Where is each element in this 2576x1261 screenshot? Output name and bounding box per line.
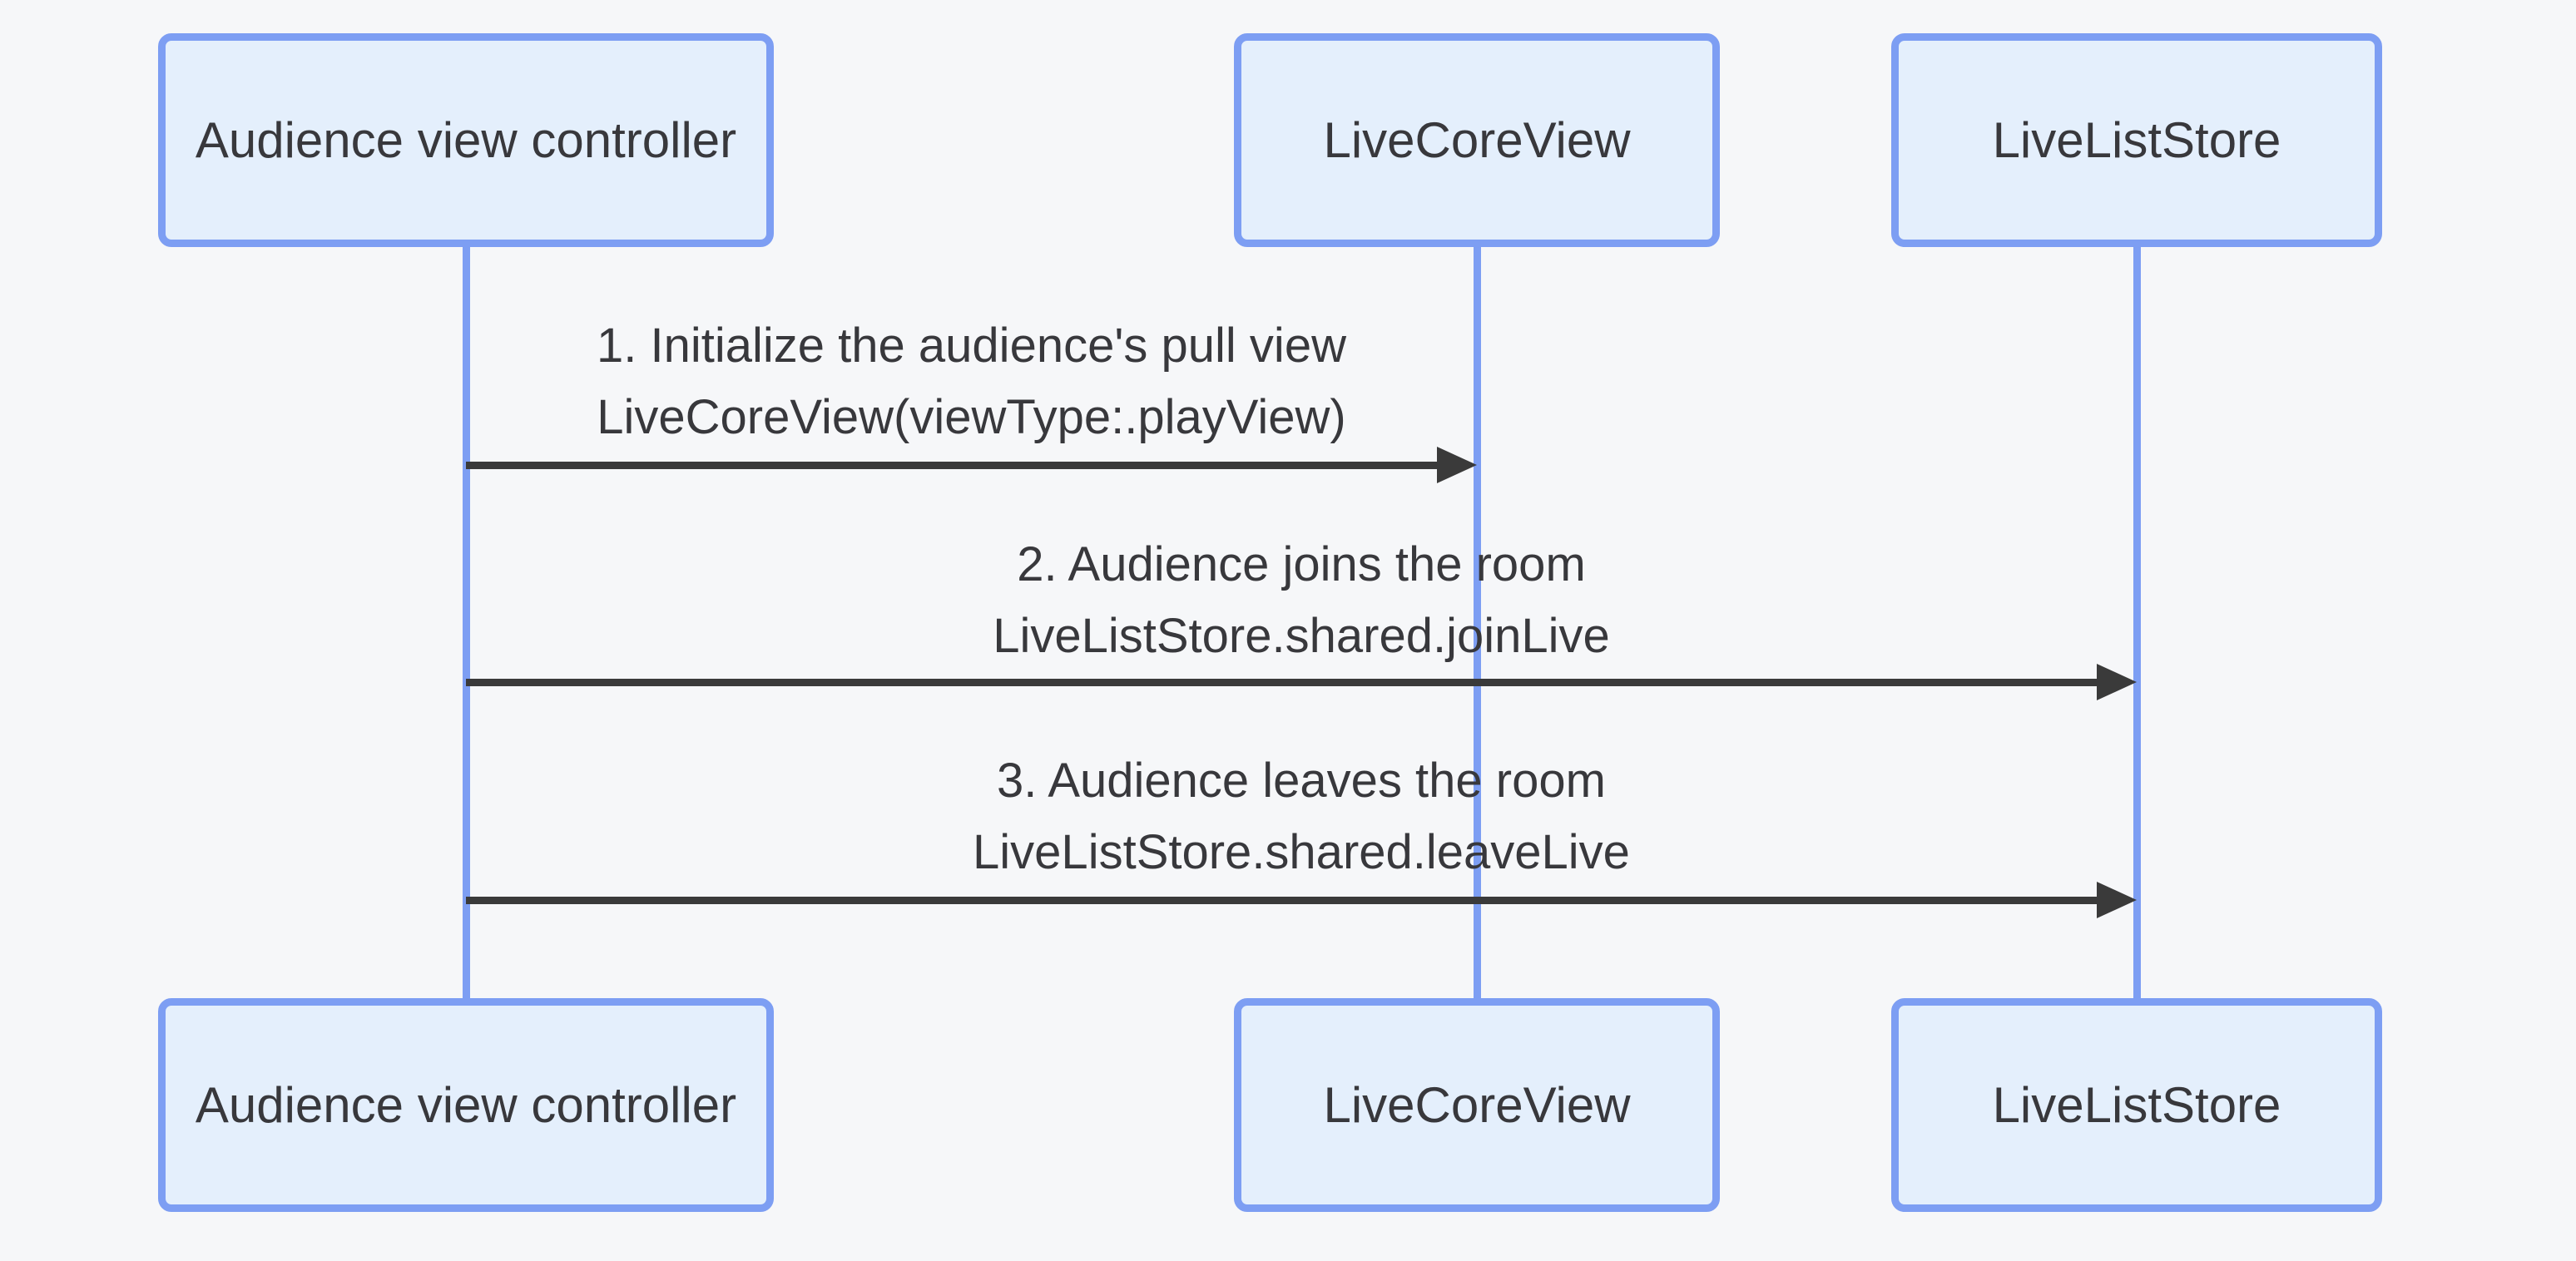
- message-3-label: 3. Audience leaves the room LiveListStor…: [466, 745, 2137, 888]
- actor-label: LiveListStore: [1992, 1077, 2281, 1133]
- message-2-arrow: [466, 664, 2137, 700]
- message-1-line-2: LiveCoreView(viewType:.playView): [597, 390, 1346, 444]
- lifeline-audience-view-controller: [463, 247, 470, 998]
- message-1-arrow: [466, 447, 1477, 483]
- actor-label: LiveCoreView: [1323, 1077, 1631, 1133]
- message-3-arrow: [466, 882, 2137, 918]
- message-2-line-1: 2. Audience joins the room: [1017, 537, 1586, 591]
- actor-box-audience-view-controller-top: Audience view controller: [158, 33, 774, 247]
- message-2-label: 2. Audience joins the room LiveListStore…: [466, 529, 2137, 672]
- message-3-line-2: LiveListStore.shared.leaveLive: [973, 825, 1630, 879]
- arrowhead-right-icon: [1437, 447, 1477, 483]
- actor-box-audience-view-controller-bottom: Audience view controller: [158, 998, 774, 1212]
- message-2-line-2: LiveListStore.shared.joinLive: [993, 609, 1610, 663]
- message-2-arrow-line: [466, 678, 2097, 686]
- actor-box-live-list-store-bottom: LiveListStore: [1891, 998, 2382, 1212]
- actor-box-live-list-store-top: LiveListStore: [1891, 33, 2382, 247]
- actor-label: Audience view controller: [195, 1077, 737, 1133]
- actor-label: Audience view controller: [195, 112, 737, 168]
- lifeline-live-core-view: [1474, 247, 1481, 998]
- message-3-line-1: 3. Audience leaves the room: [997, 754, 1606, 808]
- arrowhead-right-icon: [2097, 882, 2137, 918]
- message-1-line-1: 1. Initialize the audience's pull view: [597, 319, 1346, 373]
- lifeline-live-list-store: [2133, 247, 2141, 998]
- actor-box-live-core-view-top: LiveCoreView: [1234, 33, 1720, 247]
- message-3-arrow-line: [466, 896, 2097, 904]
- arrowhead-right-icon: [2097, 664, 2137, 700]
- actor-box-live-core-view-bottom: LiveCoreView: [1234, 998, 1720, 1212]
- message-1-arrow-line: [466, 461, 1437, 469]
- message-1-label: 1. Initialize the audience's pull view L…: [466, 310, 1477, 453]
- actor-label: LiveCoreView: [1323, 112, 1631, 168]
- actor-label: LiveListStore: [1992, 112, 2281, 168]
